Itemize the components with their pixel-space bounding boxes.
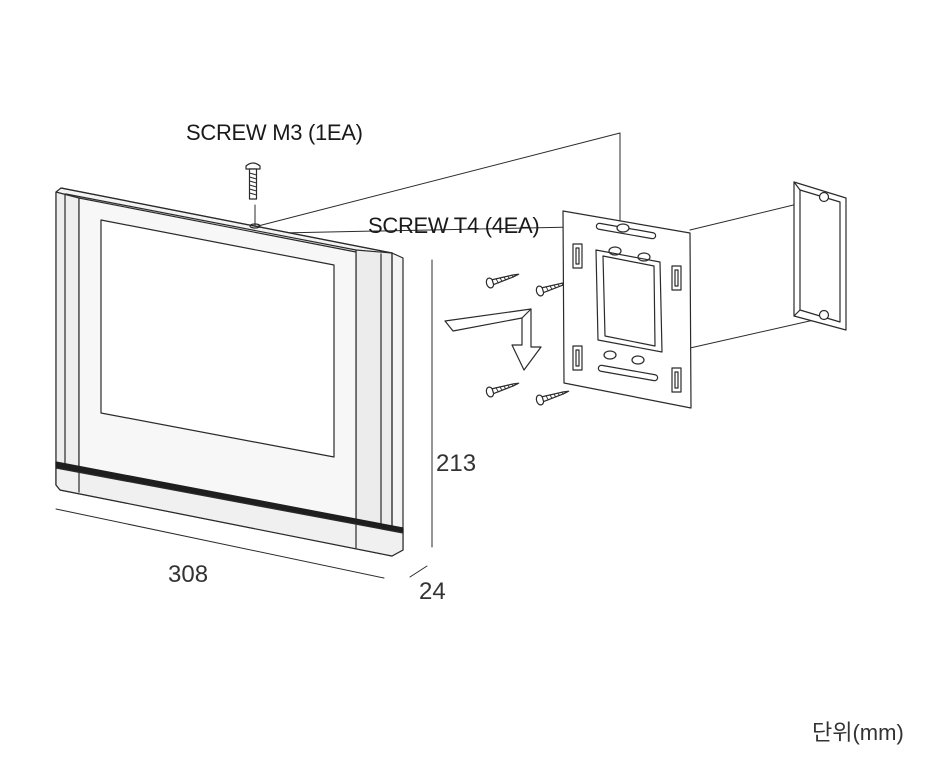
mounting-direction-arrow-icon (444, 308, 542, 371)
screw-t4-icon (485, 273, 570, 406)
wall-box (793, 181, 847, 331)
screw-m3-icon (245, 162, 261, 200)
display-unit (55, 187, 404, 557)
width-dimension-line (55, 508, 385, 579)
dimension-lines (55, 259, 433, 579)
wall-bracket (562, 210, 692, 409)
unit-label: 단위(mm) (812, 720, 904, 745)
screw-t4-label: SCREW T4 (4EA) (368, 213, 540, 238)
screw-m3-label: SCREW M3 (1EA) (186, 120, 363, 145)
height-dimension-label: 213 (436, 450, 477, 477)
depth-dimension-label: 24 (419, 578, 446, 605)
width-dimension-label: 308 (168, 561, 209, 588)
depth-dimension-line (409, 565, 428, 578)
